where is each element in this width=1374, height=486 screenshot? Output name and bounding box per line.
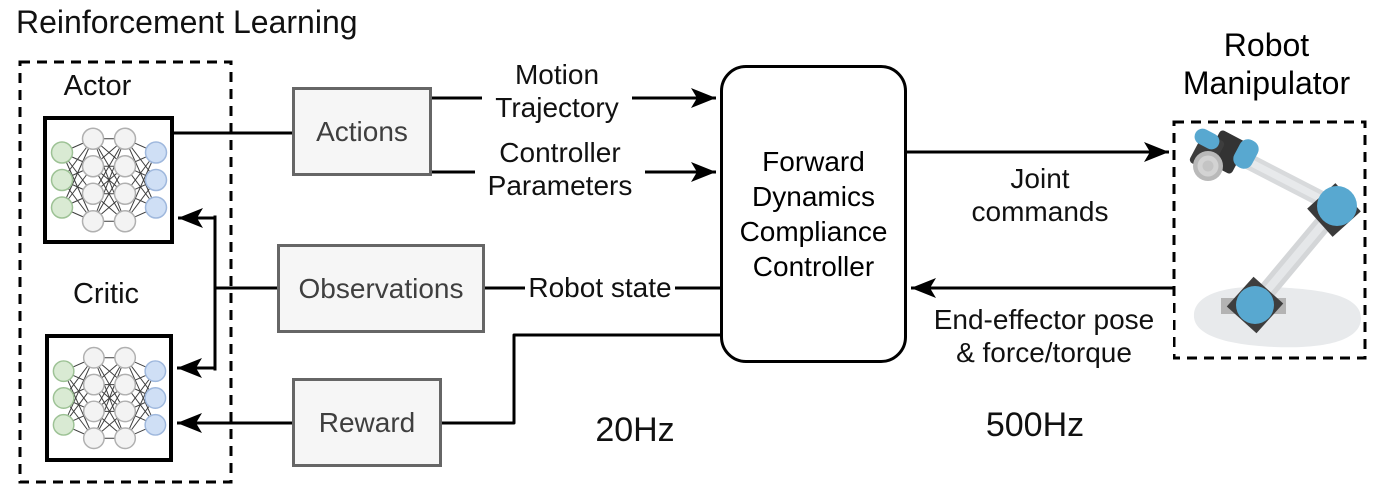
controller-box: Forward Dynamics Compliance Controller (720, 65, 907, 363)
rl-loop-rate: 20Hz (595, 411, 675, 449)
motion-trajectory-label: Motion Trajectory (482, 58, 632, 124)
robot-manipulator-title: Robot Manipulator (1182, 27, 1351, 101)
reward-box-label: Reward (318, 406, 416, 438)
critic-network-icon (45, 334, 173, 462)
critic-label: Critic (72, 278, 140, 310)
controller-parameters-label: Controller Parameters (475, 136, 645, 202)
robot-state-label: Robot state (520, 271, 680, 304)
controller-label-line: Forward (762, 146, 865, 177)
robot-dashed-frame (1172, 120, 1367, 360)
actions-box-label: Actions (316, 115, 408, 147)
controller-label-line: Compliance (739, 216, 888, 247)
observations-box: Observations (277, 244, 485, 333)
observations-box-label: Observations (298, 272, 464, 304)
diagram-title: Reinforcement Learning (16, 4, 358, 40)
robot-arm-icon (1174, 122, 1365, 358)
joint-commands-label: Joint commands (960, 162, 1120, 228)
actions-box: Actions (292, 87, 432, 176)
actor-network-icon (43, 116, 174, 244)
rl-dashed-frame (18, 60, 233, 484)
controller-label-line: Controller (752, 251, 875, 282)
edge-controller-to-reward (441, 333, 720, 425)
end-effector-label: End-effector pose & force/torque (915, 303, 1173, 369)
control-loop-rate: 500Hz (985, 406, 1085, 444)
controller-label-line: Dynamics (752, 181, 875, 212)
actor-label: Actor (63, 70, 132, 102)
reward-box: Reward (292, 378, 442, 467)
